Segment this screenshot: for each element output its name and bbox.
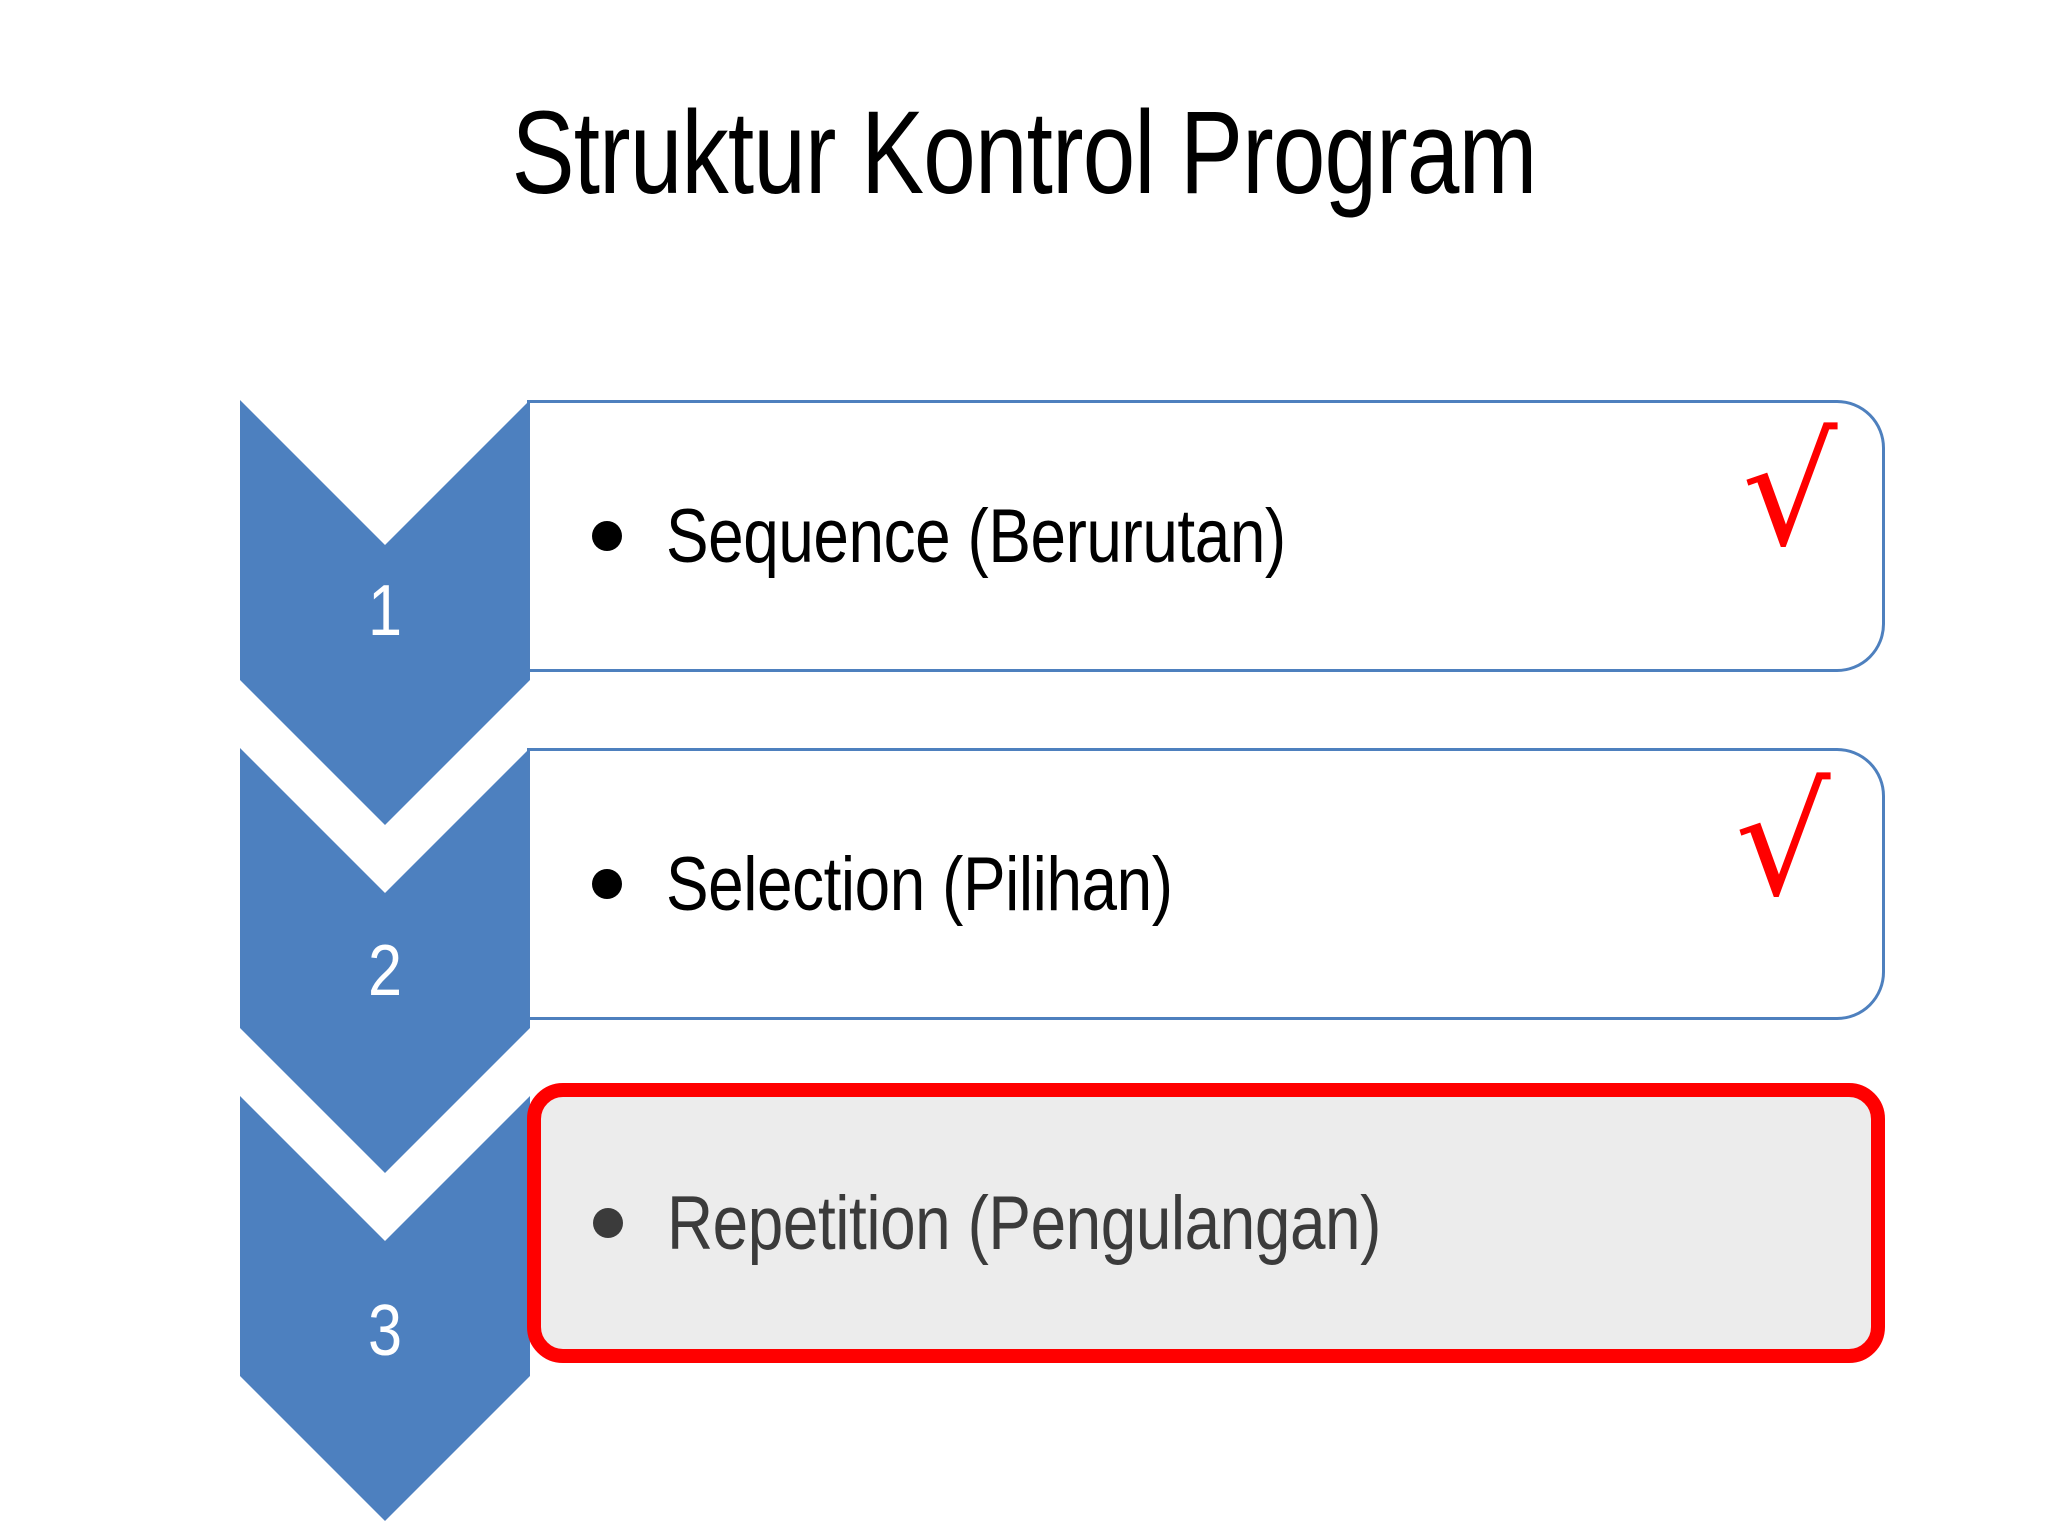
chevron-number-3: 3 bbox=[367, 1291, 403, 1371]
step-item-2[interactable]: Selection (Pilihan) bbox=[527, 748, 1885, 1020]
chevron-number-2: 2 bbox=[367, 931, 403, 1011]
step-label-1: Sequence (Berurutan) bbox=[666, 493, 1286, 579]
step-label-2: Selection (Pilihan) bbox=[666, 841, 1173, 927]
step-item-1[interactable]: Sequence (Berurutan) bbox=[527, 400, 1885, 672]
step-item-3-highlighted[interactable]: Repetition (Pengulangan) bbox=[527, 1083, 1885, 1363]
bullet-icon bbox=[593, 1208, 623, 1238]
red-check-icon-1: √ bbox=[1742, 406, 1838, 580]
red-check-icon-2: √ bbox=[1735, 756, 1831, 930]
step-label-3: Repetition (Pengulangan) bbox=[667, 1180, 1381, 1266]
bullet-icon bbox=[592, 869, 622, 899]
page-title: Struktur Kontrol Program bbox=[511, 87, 1538, 219]
chevron-number-1: 1 bbox=[367, 571, 403, 651]
bullet-icon bbox=[592, 521, 622, 551]
